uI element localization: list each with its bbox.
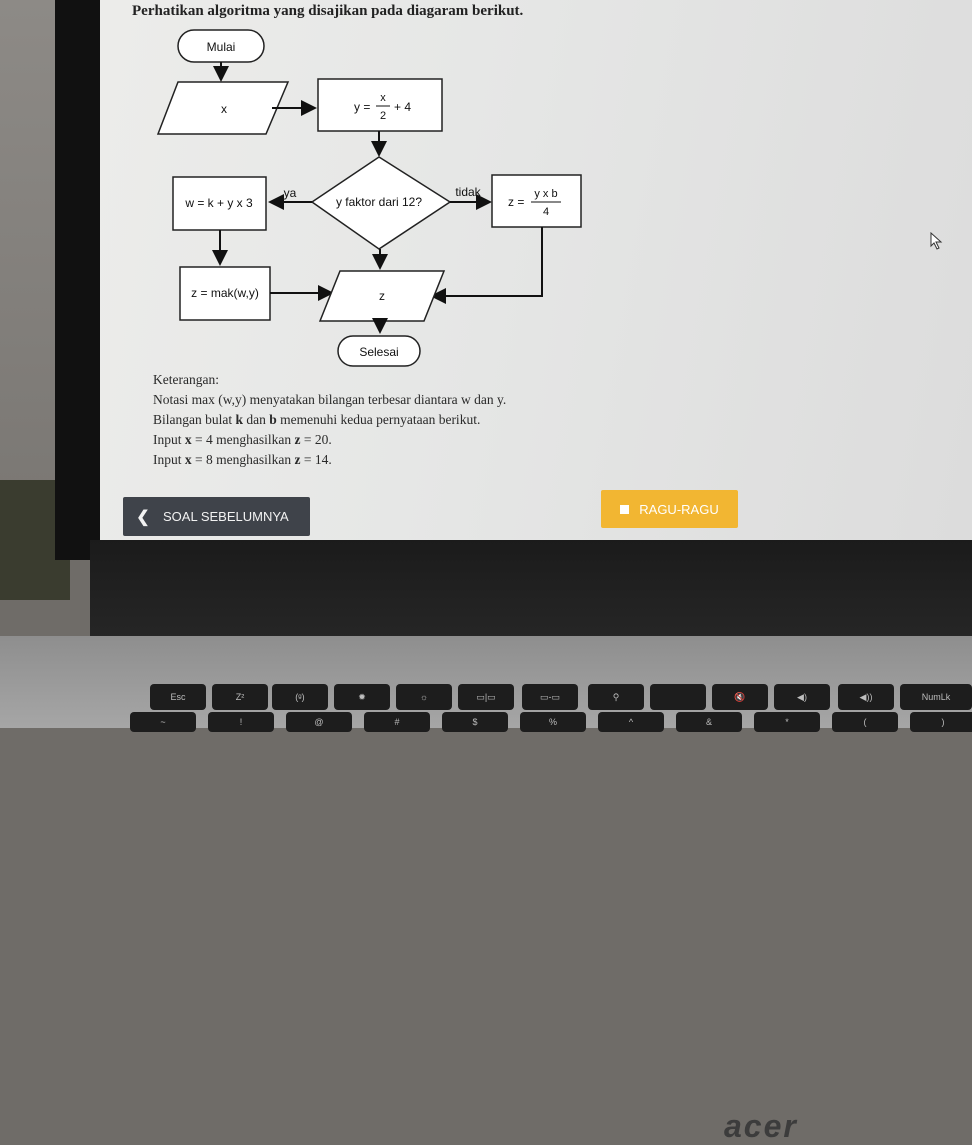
flowchart: Mulai x y = x 2 + 4 y faktor dari 12? ya…	[156, 29, 582, 367]
yes-label: ya	[284, 186, 297, 200]
var-x: x	[184, 432, 192, 447]
assign-z-no-numerator: y x b	[534, 188, 557, 200]
decision-diamond: y faktor dari 12?	[310, 156, 452, 250]
notes-text: = 8 menghasilkan	[191, 452, 295, 467]
keyboard-key: (ᵍ)	[272, 684, 328, 710]
keyboard-key: &	[676, 712, 742, 732]
assign-y-prefix: y =	[354, 100, 370, 114]
notes-text: dan	[243, 412, 270, 427]
keyboard-key	[650, 684, 706, 710]
notes-line-3: Input x = 4 menghasilkan z = 20.	[153, 430, 506, 450]
keyboard-key: ☼	[396, 684, 452, 710]
keyboard-key: %	[520, 712, 586, 732]
var-z: z	[294, 452, 301, 467]
assign-z-no-process: z = y x b 4	[491, 174, 582, 228]
keyboard-key: ▭-▭	[522, 684, 578, 710]
keyboard-key: Esc	[150, 684, 206, 710]
keyboard-key: ◀)	[774, 684, 830, 710]
assign-w-label: w = k + y x 3	[184, 196, 253, 210]
keyboard-key: 🔇	[712, 684, 768, 710]
keyboard-key: @	[286, 712, 352, 732]
chevron-left-icon: ❮	[136, 508, 150, 526]
square-icon	[620, 504, 630, 514]
keyboard-key: ~	[130, 712, 196, 732]
keyboard-key: !	[208, 712, 274, 732]
output-z-parallelogram: z	[318, 270, 446, 322]
assign-z-no-prefix: z =	[508, 195, 524, 209]
keyboard-key: ^	[598, 712, 664, 732]
keyboard-key: (	[832, 712, 898, 732]
end-terminator: Selesai	[337, 335, 421, 367]
notes-block: Keterangan: Notasi max (w,y) menyatakan …	[153, 370, 506, 470]
mouse-pointer-icon	[930, 232, 943, 250]
keyboard-key: ⚲	[588, 684, 644, 710]
question-title: Perhatikan algoritma yang disajikan pada…	[132, 3, 524, 19]
keyboard-key: *	[754, 712, 820, 732]
assign-y-process: y = x 2 + 4	[317, 78, 443, 132]
keyboard-key: $	[442, 712, 508, 732]
notes-text: = 20.	[300, 432, 332, 447]
screen-bezel-bottom: acer	[90, 540, 972, 1144]
keyboard-key: ▭|▭	[458, 684, 514, 710]
notes-text: Input	[153, 432, 185, 447]
output-label: z	[379, 289, 385, 303]
notes-line-4: Input x = 8 menghasilkan z = 14.	[153, 450, 506, 470]
notes-text: = 14.	[300, 452, 332, 467]
notes-text: Bilangan bulat	[153, 412, 236, 427]
assign-y-denominator: 2	[380, 110, 386, 122]
assign-z-no-denominator: 4	[543, 206, 549, 218]
keyboard-key: NumLk	[900, 684, 972, 710]
var-b: b	[269, 412, 277, 427]
notes-heading: Keterangan:	[153, 372, 219, 387]
notes-text: = 4 menghasilkan	[191, 432, 295, 447]
input-label: x	[221, 102, 227, 116]
assign-w-process: w = k + y x 3	[172, 176, 267, 231]
start-label: Mulai	[207, 40, 236, 54]
assign-z-yes-label: z = mak(w,y)	[191, 286, 259, 300]
notes-text: Input	[153, 452, 185, 467]
doubt-button[interactable]: RAGU-RAGU	[601, 490, 738, 528]
var-x: x	[184, 452, 192, 467]
previous-question-button[interactable]: ❮ SOAL SEBELUMNYA	[123, 497, 310, 536]
input-x-parallelogram: x	[156, 81, 290, 135]
brand-logo: acer	[724, 1108, 798, 1144]
previous-question-label: SOAL SEBELUMNYA	[163, 509, 289, 524]
end-label: Selesai	[359, 345, 398, 359]
var-z: z	[294, 432, 301, 447]
assign-y-suffix: + 4	[394, 100, 411, 114]
assign-z-yes-process: z = mak(w,y)	[179, 266, 271, 321]
start-terminator: Mulai	[177, 29, 265, 63]
doubt-label: RAGU-RAGU	[639, 501, 719, 517]
keyboard-key: ◀))	[838, 684, 894, 710]
no-label: tidak	[455, 185, 481, 199]
keyboard-key: ✹	[334, 684, 390, 710]
decision-label: y faktor dari 12?	[336, 195, 422, 209]
keyboard-key: Z²	[212, 684, 268, 710]
var-k: k	[235, 412, 243, 427]
assign-y-numerator: x	[380, 92, 386, 104]
keyboard-key: #	[364, 712, 430, 732]
keyboard-key: )	[910, 712, 972, 732]
notes-line-1: Notasi max (w,y) menyatakan bilangan ter…	[153, 392, 507, 407]
notes-line-2: Bilangan bulat k dan b memenuhi kedua pe…	[153, 410, 506, 430]
notes-text: memenuhi kedua pernyataan berikut.	[276, 412, 481, 427]
